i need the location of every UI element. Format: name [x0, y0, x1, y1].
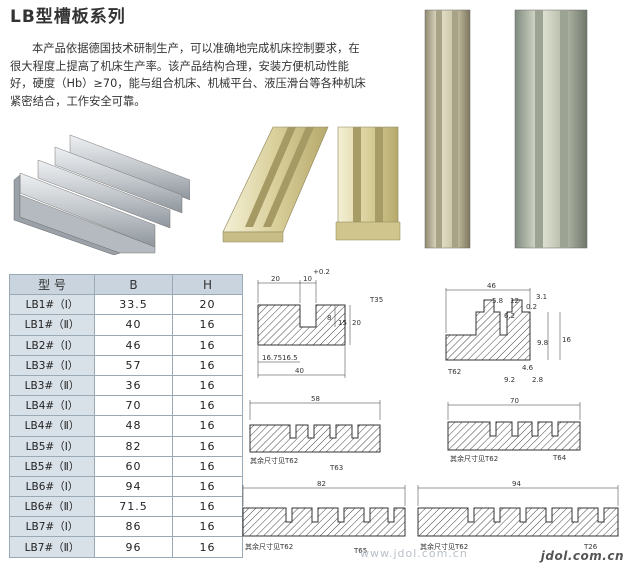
cell-h: 16: [172, 516, 243, 538]
drawing-t26: 94 其余尺寸见T62 T26: [417, 480, 619, 551]
dim-d2-7: 16: [562, 336, 571, 344]
dim-d1-4: 16.5: [282, 354, 298, 362]
drawing-t62: 46 5.8 12 3.1 0.2 6.2 9.8 16 9.2 4.6 2.8…: [445, 282, 571, 384]
cell-h: 16: [172, 475, 243, 498]
dim-d4: 70: [510, 397, 519, 405]
cell-h: 20: [172, 294, 243, 316]
note-d4: 其余尺寸见T62: [450, 454, 498, 463]
dim-d2-1: 5.8: [492, 297, 503, 305]
dim-d2-0: 46: [487, 282, 496, 290]
cell-model: LB5#（Ⅱ）: [9, 455, 95, 477]
cell-model: LB3#（Ⅰ）: [9, 354, 95, 376]
dim-d1-1: 10: [303, 275, 312, 283]
rail-pair-photo: [222, 126, 401, 243]
label-t62: T62: [447, 368, 461, 376]
cell-model: LB4#（Ⅰ）: [9, 395, 95, 417]
cell-b: 94: [94, 475, 173, 498]
dim-d1-2: +0.2: [313, 268, 330, 276]
drawing-t65: 82 其余尺寸见T62 T65: [242, 480, 406, 555]
cell-h: 16: [172, 496, 243, 518]
cell-h: 16: [172, 435, 243, 457]
vertical-rail-photo-1: [424, 9, 471, 249]
label-t63: T63: [329, 464, 343, 472]
aluminum-rail-stack-photo: [13, 134, 190, 255]
cell-h: 16: [172, 374, 243, 397]
dim-d1-6: 8: [327, 314, 331, 322]
page-title: LB型槽板系列: [10, 7, 126, 27]
cell-b: 46: [94, 334, 173, 356]
dim-d1-8: 15: [338, 319, 347, 327]
cell-model: LB5#（Ⅰ）: [9, 435, 95, 457]
cell-model: LB7#（Ⅱ）: [9, 536, 95, 558]
header-h: H: [172, 273, 243, 296]
cell-b: 60: [94, 455, 173, 477]
cell-model: LB6#（Ⅰ）: [9, 475, 95, 498]
site-watermark: jdol.com.cn: [540, 549, 624, 563]
dim-d2-8: 9.2: [504, 376, 515, 384]
label-t35: T35: [369, 296, 383, 304]
dim-d5: 82: [317, 480, 326, 488]
cell-model: LB3#（Ⅱ）: [9, 374, 95, 397]
dim-d2-2: 12: [510, 297, 519, 305]
drawing-t35: 20 10 +0.2 16.75 16.5 40 8 20 15 T35: [257, 268, 383, 378]
note-d5: 其余尺寸见T62: [245, 542, 293, 551]
header-model: 型 号: [9, 273, 95, 296]
dim-d1-0: 20: [271, 275, 280, 283]
cell-b: 40: [94, 314, 173, 336]
cell-h: 16: [172, 415, 243, 437]
note-d6: 其余尺寸见T62: [420, 542, 468, 551]
cell-model: LB7#（Ⅰ）: [9, 516, 95, 538]
dim-d2-9: 4.6: [522, 364, 534, 372]
cell-h: 16: [172, 334, 243, 356]
cell-b: 96: [94, 536, 173, 558]
cell-b: 33.5: [94, 294, 173, 316]
cell-model: LB2#（Ⅰ）: [9, 334, 95, 356]
dim-d2-6: 9.8: [537, 339, 548, 347]
dim-d2-10: 2.8: [532, 376, 543, 384]
drawing-t63: 58 其余尺寸见T62 T63: [249, 395, 381, 472]
cell-b: 86: [94, 516, 173, 538]
cell-h: 16: [172, 354, 243, 376]
dim-d3: 58: [311, 395, 320, 403]
product-description: 本产品依据德国技术研制生产，可以准确地完成机床控制要求，在很大程度上提高了机床生…: [10, 42, 366, 108]
dim-d1-5: 40: [295, 367, 304, 375]
vertical-rail-photo-2: [514, 9, 588, 249]
label-t26: T26: [583, 543, 598, 551]
dim-d6: 94: [512, 480, 521, 488]
note-d3: 其余尺寸见T62: [250, 456, 298, 465]
cell-h: 16: [172, 536, 243, 558]
dim-d2-5: 6.2: [504, 312, 515, 320]
cell-model: LB4#（Ⅱ）: [9, 415, 95, 437]
drawing-t64: 70 其余尺寸见T62 T64: [447, 397, 581, 463]
dim-d2-4: 0.2: [526, 303, 537, 311]
label-t65: T65: [353, 547, 367, 555]
cell-b: 36: [94, 374, 173, 397]
cell-model: LB1#（Ⅱ）: [9, 314, 95, 336]
dim-d1-3: 16.75: [262, 354, 282, 362]
label-t64: T64: [552, 454, 567, 462]
dim-d2-3: 3.1: [536, 293, 547, 301]
cell-b: 48: [94, 415, 173, 437]
cell-b: 71.5: [94, 496, 173, 518]
dim-d1-7: 20: [352, 319, 361, 327]
faint-watermark: www.jdol.com.cn: [360, 547, 468, 560]
